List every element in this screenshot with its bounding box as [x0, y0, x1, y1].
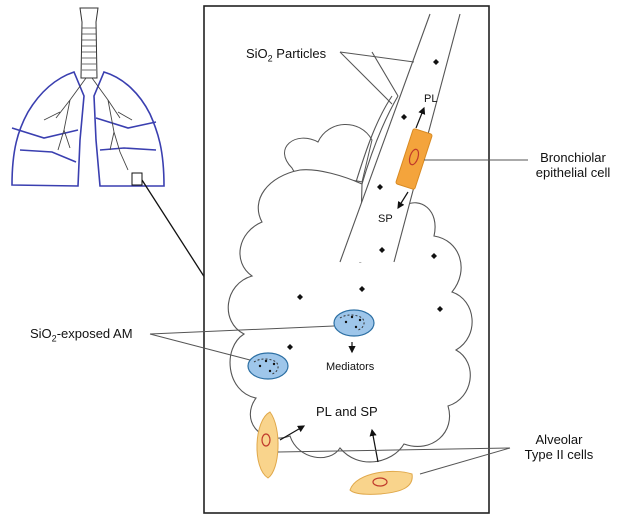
lung-illustration: [11, 7, 165, 187]
leader-lines: [149, 51, 528, 475]
left-lung: [11, 71, 85, 187]
zoom-connector: [141, 179, 206, 279]
macrophage-1: [333, 309, 375, 337]
epithelial-cell: [395, 128, 433, 190]
mediators-label: Mediators: [326, 361, 375, 373]
flow-arrows: [279, 106, 426, 463]
zoom-box: [131, 172, 143, 186]
sp-top-label: SP: [378, 213, 393, 225]
bronchiolar-label: Bronchiolar epithelial cell: [535, 150, 611, 180]
macrophage-2: [247, 352, 289, 380]
alveolar-type2-label: Alveolar Type II cells: [524, 432, 594, 462]
sio2-exposed-am-label: SiO2-exposed AM: [30, 326, 133, 344]
trachea: [79, 7, 99, 79]
side-branch: [355, 51, 399, 185]
type2-cell-bottom: [349, 470, 413, 495]
right-lung: [93, 71, 165, 187]
pl-and-sp-label: PL and SP: [316, 404, 378, 419]
sio2-particles: [287, 59, 443, 350]
pl-top-label: PL: [424, 93, 438, 105]
sio2-particles-label: SiO2 Particles: [246, 46, 327, 64]
type2-cell-left: [256, 411, 279, 479]
